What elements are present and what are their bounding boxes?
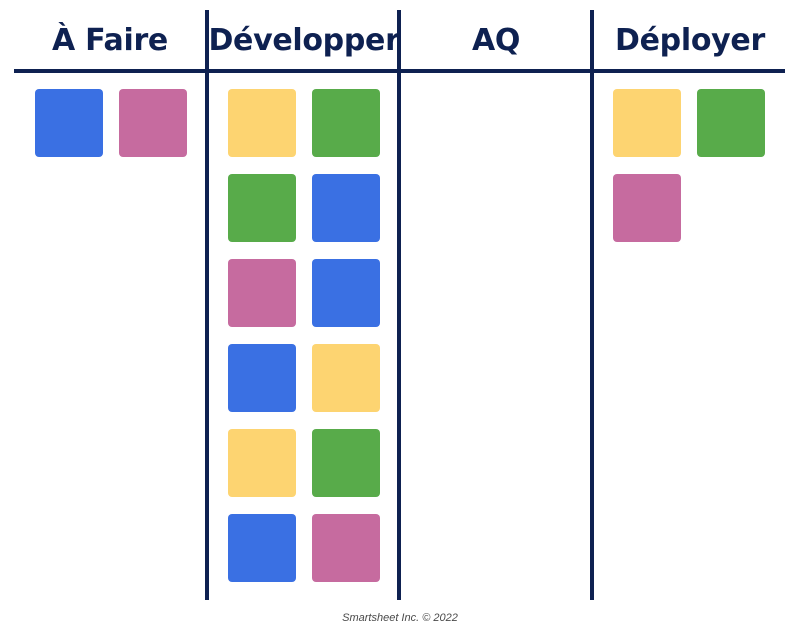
column-title-a-faire: À Faire <box>52 22 168 58</box>
column-divider-1 <box>205 10 209 600</box>
task-card-green[interactable] <box>228 174 296 242</box>
column-title-developper: Développer <box>208 22 400 58</box>
column-divider-2 <box>397 10 401 600</box>
task-card-pink[interactable] <box>312 514 380 582</box>
task-card-yellow[interactable] <box>613 89 681 157</box>
task-card-pink[interactable] <box>119 89 187 157</box>
footer-credit: Smartsheet Inc. © 2022 <box>342 612 458 624</box>
task-card-blue[interactable] <box>312 259 380 327</box>
task-card-green[interactable] <box>697 89 765 157</box>
task-card-yellow[interactable] <box>228 429 296 497</box>
column-title-deployer: Déployer <box>615 22 765 58</box>
task-card-yellow[interactable] <box>312 344 380 412</box>
task-card-blue[interactable] <box>312 174 380 242</box>
column-divider-3 <box>590 10 594 600</box>
task-card-pink[interactable] <box>613 174 681 242</box>
task-card-pink[interactable] <box>228 259 296 327</box>
column-title-aq: AQ <box>471 22 521 58</box>
task-card-blue[interactable] <box>35 89 103 157</box>
task-card-yellow[interactable] <box>228 89 296 157</box>
task-card-blue[interactable] <box>228 514 296 582</box>
task-card-green[interactable] <box>312 89 380 157</box>
task-card-blue[interactable] <box>228 344 296 412</box>
task-card-green[interactable] <box>312 429 380 497</box>
